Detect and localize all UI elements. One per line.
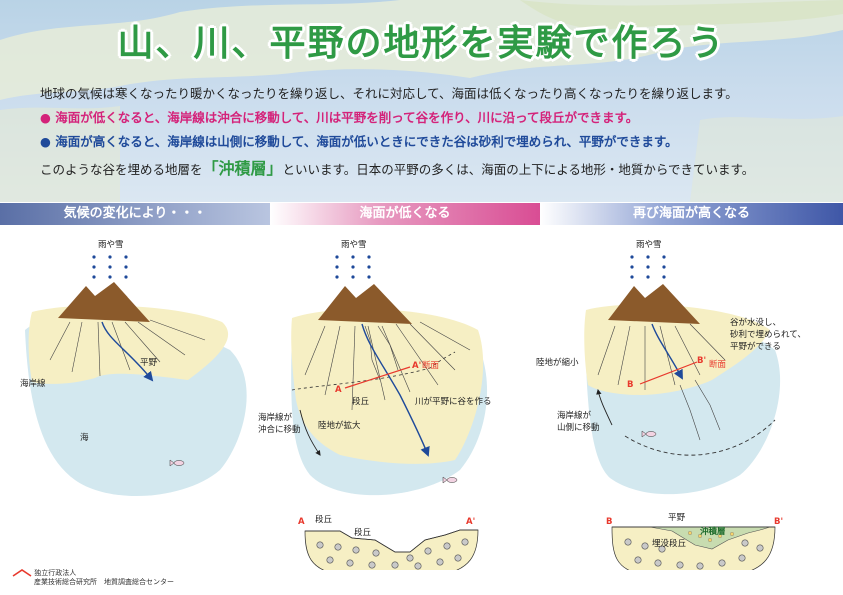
panel-1-rain <box>92 255 128 279</box>
section-b-alluvium-label: 沖積層 <box>700 526 726 537</box>
panel-2-land-note: 陸地が拡大 <box>318 420 361 431</box>
fish-icon <box>641 430 657 438</box>
section-b-right: B' <box>774 517 783 527</box>
section-a-left: A <box>298 517 305 527</box>
panel-2-river <box>361 323 430 457</box>
panel-3-point-b: B <box>627 380 633 390</box>
panel-3-fill-note-3: 平野ができる <box>730 341 781 352</box>
intro-line-4: このような谷を埋める地層を「沖積層」といいます。日本の平野の多くは、海面の上下に… <box>40 161 830 178</box>
panel-1-river <box>101 321 154 382</box>
diagrams: 雨や雪 平野 海岸線 海 A A' 断面 雨や雪 段丘 川が平野に谷を作る 海岸… <box>20 240 806 570</box>
panel-3-section-label: 断面 <box>709 359 727 370</box>
panel-1-coastline-label: 海岸線 <box>20 378 46 389</box>
panel-2-diagram: A A' 断面 雨や雪 段丘 川が平野に谷を作る 海岸線が 沖合に移動 陸地が拡… <box>258 240 492 496</box>
panel-3-point-b2: B' <box>697 356 706 366</box>
fish-icon <box>169 459 185 467</box>
panel-1-plain-label: 平野 <box>140 358 158 368</box>
section-b: B B' 平野 沖積層 埋没段丘 <box>606 513 783 570</box>
panel-3-rain <box>630 255 666 279</box>
panel-2-land <box>291 308 484 464</box>
section-a-terrace-1: 段丘 <box>315 514 333 525</box>
panel-2-coast-arrow <box>299 409 321 456</box>
panel-2-rain-label: 雨や雪 <box>341 240 367 250</box>
panel-1-header: 気候の変化により・・・ <box>0 203 270 225</box>
japan-map-background <box>0 0 843 202</box>
panel-2-terrace-label: 段丘 <box>352 396 370 407</box>
panel-2-coast-move-2: 沖合に移動 <box>258 424 301 435</box>
panel-1-sea-label: 海 <box>80 432 89 443</box>
footer-org-type: 独立行政法人 <box>34 569 77 577</box>
fish-icon <box>442 476 458 484</box>
intro-line-2: ● 海面が低くなると、海岸線は沖合に移動して、川は平野を削って谷を作り、川に沿っ… <box>40 110 639 125</box>
panel-2-header: 海面が低くなる <box>270 203 540 225</box>
panel-2-rain <box>335 255 371 279</box>
section-b-left: B <box>606 517 612 527</box>
panel-2-point-a: A <box>335 385 342 395</box>
section-a: A A' 段丘 段丘 <box>298 514 479 570</box>
footer-org: 産業技術総合研究所 地質調査総合センター <box>34 578 174 586</box>
panel-3-section-line <box>639 361 698 385</box>
intro-line-4-post: といいます。日本の平野の多くは、海面の上下による地形・地質からできています。 <box>282 162 755 177</box>
panel-3-coast-arrow <box>596 388 613 426</box>
section-b-gravel <box>624 538 764 570</box>
panel-1-diagram: 雨や雪 平野 海岸線 海 <box>20 240 247 497</box>
section-a-gravel <box>316 538 469 570</box>
panel-1-land <box>28 305 229 384</box>
panel-2-point-a2: A' <box>412 361 421 371</box>
intro-line-1: 地球の気候は寒くなったり暖かくなったりを繰り返し、それに対応して、海面は低くなっ… <box>40 86 738 101</box>
aist-logo-icon <box>12 569 32 577</box>
section-a-right: A' <box>466 517 475 527</box>
panel-3-diagram: B B' 断面 雨や雪 谷が水没し、 砂利で埋められて、 平野ができる 陸地が縮… <box>536 240 806 495</box>
footer: 独立行政法人 産業技術総合研究所 地質調査総合センター <box>12 568 174 587</box>
panel-2-mountain <box>318 284 412 324</box>
panel-1-rain-label: 雨や雪 <box>98 240 124 250</box>
panel-3-coast-move-1: 海岸線が <box>557 410 592 421</box>
alluvium-highlight: 「沖積層」 <box>202 159 283 178</box>
panel-3-land <box>584 304 770 395</box>
page-title: 山、川、平野の地形を実験で作ろう <box>117 23 726 64</box>
panel-3-mountain <box>608 284 700 324</box>
panel-2-section-line <box>344 366 411 389</box>
header-area: 山、川、平野の地形を実験で作ろう 地球の気候は寒くなったり暖かくなったりを繰り返… <box>0 0 843 202</box>
section-b-plain: 平野 <box>668 513 686 523</box>
panel-3-header: 再び海面が高くなる <box>540 203 843 225</box>
section-a-terrace-2: 段丘 <box>354 527 372 538</box>
section-b-buried-terrace: 埋没段丘 <box>652 538 687 549</box>
panel-3-coast-move-2: 山側に移動 <box>557 422 600 433</box>
intro-line-3: ● 海面が高くなると、海岸線は山側に移動して、海面が低いときにできた谷は砂利で埋… <box>40 134 678 149</box>
panel-3-fill-note-1: 谷が水没し、 <box>730 317 781 328</box>
panel-3-fill-note-2: 砂利で埋められて、 <box>730 329 806 340</box>
panel-2-section-label: 断面 <box>422 360 440 371</box>
panel-1-mountain <box>58 282 150 322</box>
intro-line-4-pre: このような谷を埋める地層を <box>40 162 203 177</box>
panel-2-river-note: 川が平野に谷を作る <box>415 396 492 407</box>
panel-3-land-note: 陸地が縮小 <box>536 357 579 368</box>
panel-3-river <box>651 323 683 380</box>
panel-2-coast-move-1: 海岸線が <box>258 412 293 423</box>
panel-3-rain-label: 雨や雪 <box>636 240 662 250</box>
